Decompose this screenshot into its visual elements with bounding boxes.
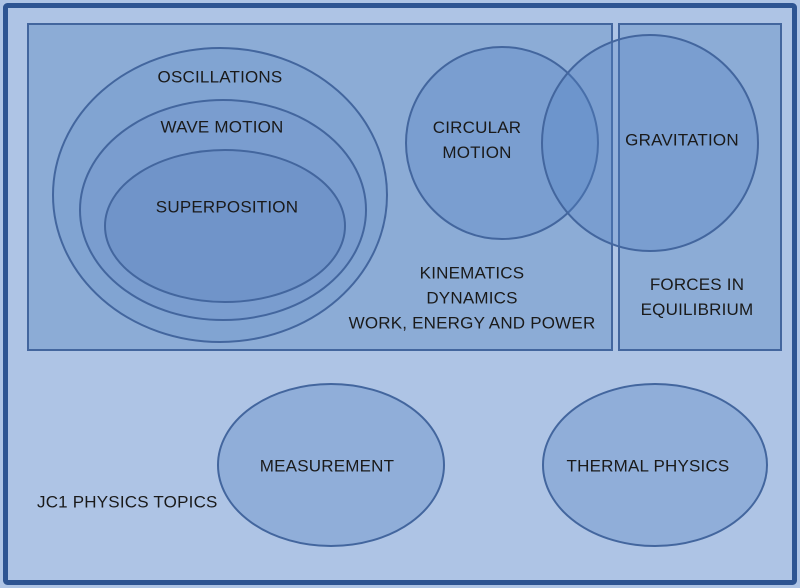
mechanics-label-line1: KINEMATICS	[419, 263, 525, 283]
circular-motion-label-line1: CIRCULAR	[432, 118, 522, 137]
thermal-physics-label: THERMAL PHYSICS	[566, 456, 730, 476]
diagram-frame	[3, 3, 797, 585]
forces-label-line2: EQUILIBRIUM	[640, 300, 754, 319]
gravitation-label: GRAVITATION	[625, 130, 739, 150]
superposition-ellipse	[104, 149, 346, 303]
forces-label-line1: FORCES IN	[649, 275, 745, 294]
measurement-label: MEASUREMENT	[259, 456, 395, 476]
mechanics-label-line2: DYNAMICS	[426, 288, 518, 308]
forces-label: FORCES IN EQUILIBRIUM	[641, 272, 754, 322]
superposition-label: SUPERPOSITION	[155, 197, 299, 217]
mechanics-label: KINEMATICS DYNAMICS WORK, ENERGY AND POW…	[349, 261, 596, 336]
forces-rect	[618, 23, 782, 351]
circular-motion-label: CIRCULAR MOTION	[433, 115, 522, 165]
wave-motion-label: WAVE MOTION	[160, 117, 284, 137]
mechanics-label-line3: WORK, ENERGY AND POWER	[348, 313, 596, 333]
measurement-ellipse	[217, 383, 445, 547]
circular-motion-circle	[405, 46, 599, 240]
gravitation-circle	[541, 34, 759, 252]
circular-motion-label-line2: MOTION	[442, 143, 512, 162]
oscillations-label: OSCILLATIONS	[157, 67, 283, 87]
diagram-title: JC1 PHYSICS TOPICS	[37, 492, 218, 512]
thermal-physics-ellipse	[542, 383, 768, 547]
